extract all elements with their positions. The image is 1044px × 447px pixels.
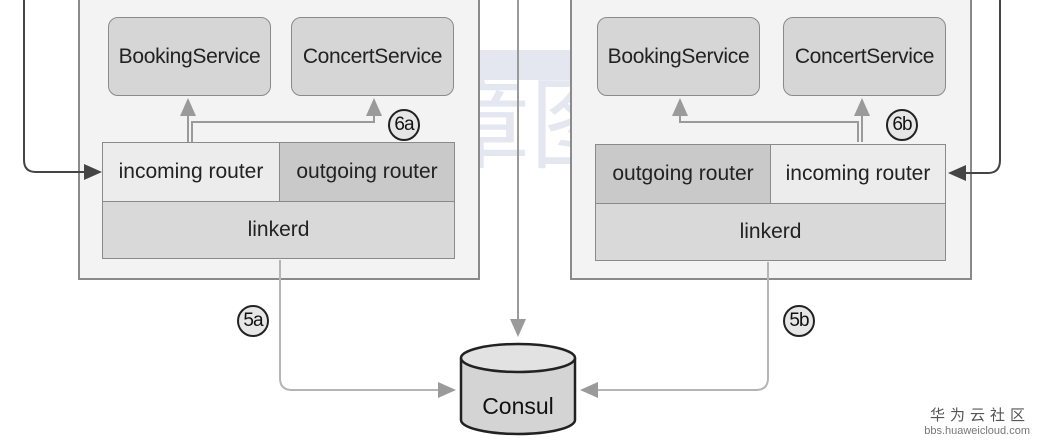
left-incoming-arrow xyxy=(23,0,102,180)
left-route-to-concert xyxy=(191,98,382,142)
left-linkerd-label: linkerd xyxy=(247,218,310,241)
left-incoming-router-label: incoming router xyxy=(118,160,264,183)
footer-site-name: 华为云社区 xyxy=(929,407,1030,424)
right-incoming-router-label: incoming router xyxy=(785,162,931,185)
right-outgoing-router: outgoing router xyxy=(595,144,771,204)
footer-url: bbs.huaweicloud.com xyxy=(924,425,1030,437)
step-badge-5b: 5b xyxy=(783,305,815,337)
right-booking-service: BookingService xyxy=(597,17,760,96)
right-linkerd-label: linkerd xyxy=(739,220,802,243)
left-booking-service-label: BookingService xyxy=(118,44,261,68)
right-booking-service-label: BookingService xyxy=(607,44,750,68)
left-concert-service: ConcertService xyxy=(291,17,454,96)
left-linkerd-to-consul xyxy=(279,260,456,398)
right-linkerd-proxy: linkerd xyxy=(595,203,946,261)
consul-database-icon xyxy=(459,342,577,436)
right-linkerd-to-consul xyxy=(580,262,769,398)
right-concert-service-label: ConcertService xyxy=(794,44,935,68)
left-incoming-router: incoming router xyxy=(102,142,280,202)
step-badge-6a: 6a xyxy=(388,109,420,141)
left-outgoing-router: outgoing router xyxy=(279,142,455,202)
right-incoming-router: incoming router xyxy=(770,144,946,204)
left-concert-service-label: ConcertService xyxy=(302,44,443,68)
right-incoming-arrow xyxy=(948,0,1001,181)
left-outgoing-router-label: outgoing router xyxy=(296,160,438,183)
right-outgoing-router-label: outgoing router xyxy=(612,162,754,185)
right-concert-service: ConcertService xyxy=(783,17,946,96)
right-route-to-booking xyxy=(672,98,859,142)
step-badge-6b: 6b xyxy=(886,109,918,141)
consul-label: Consul xyxy=(482,392,554,419)
left-linkerd-proxy: linkerd xyxy=(102,201,455,259)
left-booking-service: BookingService xyxy=(108,17,271,96)
step-badge-5a: 5a xyxy=(237,305,269,337)
